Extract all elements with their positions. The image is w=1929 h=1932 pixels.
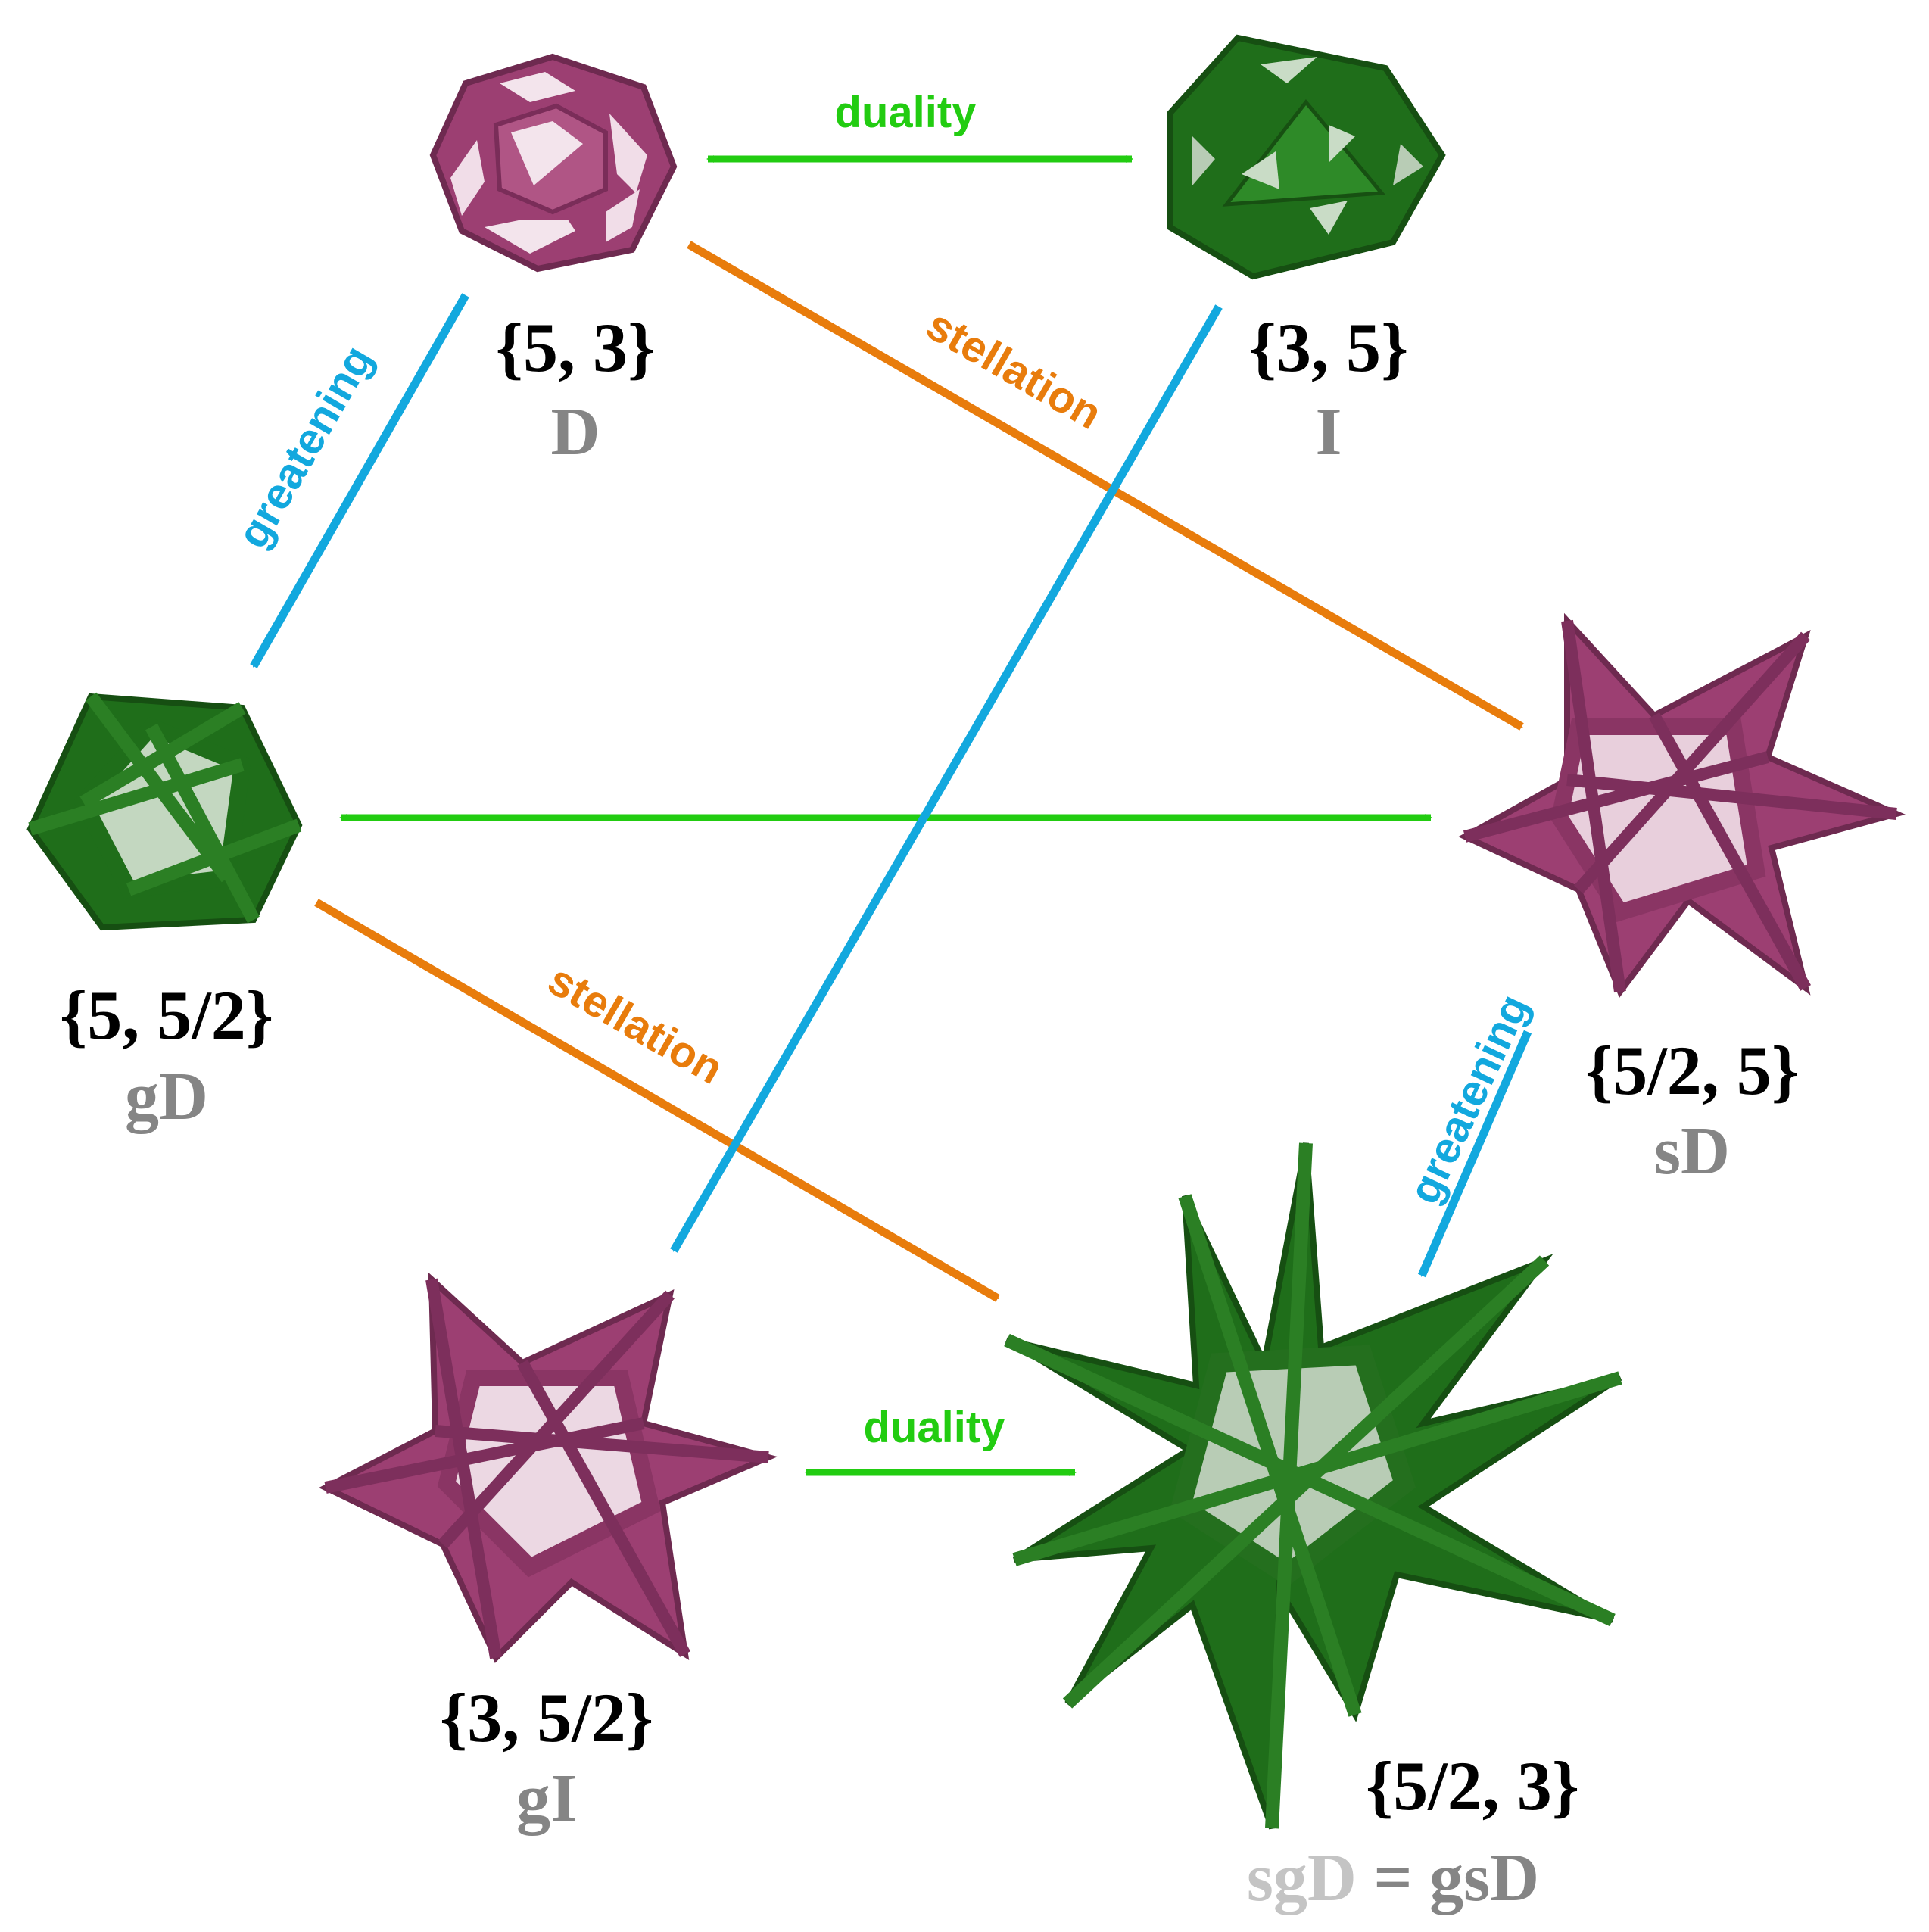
schlafli-D: {5, 3}: [496, 309, 656, 386]
greatening-label-left: greatening: [228, 338, 383, 556]
duality-label-top: duality: [835, 88, 977, 137]
stellation-label-bottom: stellation: [540, 955, 731, 1094]
abbrev-D: D: [551, 394, 600, 469]
greatening-arrow-sD-to-sgD: [1417, 1030, 1532, 1278]
great-dodecahedron-figure: [26, 692, 303, 931]
duality-label-bottom: duality: [864, 1403, 1005, 1452]
abbrev-sD: sD: [1654, 1114, 1730, 1189]
great-icosahedron-figure: [319, 1272, 778, 1663]
schlafli-sD: {5/2, 5}: [1585, 1032, 1799, 1109]
small-stellated-dodecahedron-figure: [1458, 612, 1906, 999]
great-stellated-dodecahedron-figure: [1004, 1142, 1622, 1830]
greatening-arrow-I-to-gI: [670, 304, 1223, 1253]
abbrev-gD: gD: [125, 1059, 208, 1134]
schlafli-I: {3, 5}: [1249, 309, 1409, 386]
dodecahedron-figure: [429, 53, 678, 273]
greatening-arrow-D-to-gD: [250, 293, 469, 668]
stellation-arrow-D-to-sD: [687, 241, 1524, 731]
stellation-arrow-gD-to-sgD: [314, 899, 1000, 1302]
schlafli-gI: {3, 5/2}: [440, 1679, 653, 1756]
abbrev-I: I: [1315, 394, 1342, 469]
abbrev-sgD: sgD = gsD: [1247, 1840, 1539, 1915]
abbrev-gI: gI: [516, 1761, 577, 1836]
stellation-label-top: stellation: [918, 300, 1110, 439]
schlafli-sgD: {5/2, 3}: [1366, 1747, 1579, 1824]
icosahedron-figure: [1167, 34, 1446, 280]
schlafli-gD: {5, 5/2}: [60, 977, 273, 1054]
